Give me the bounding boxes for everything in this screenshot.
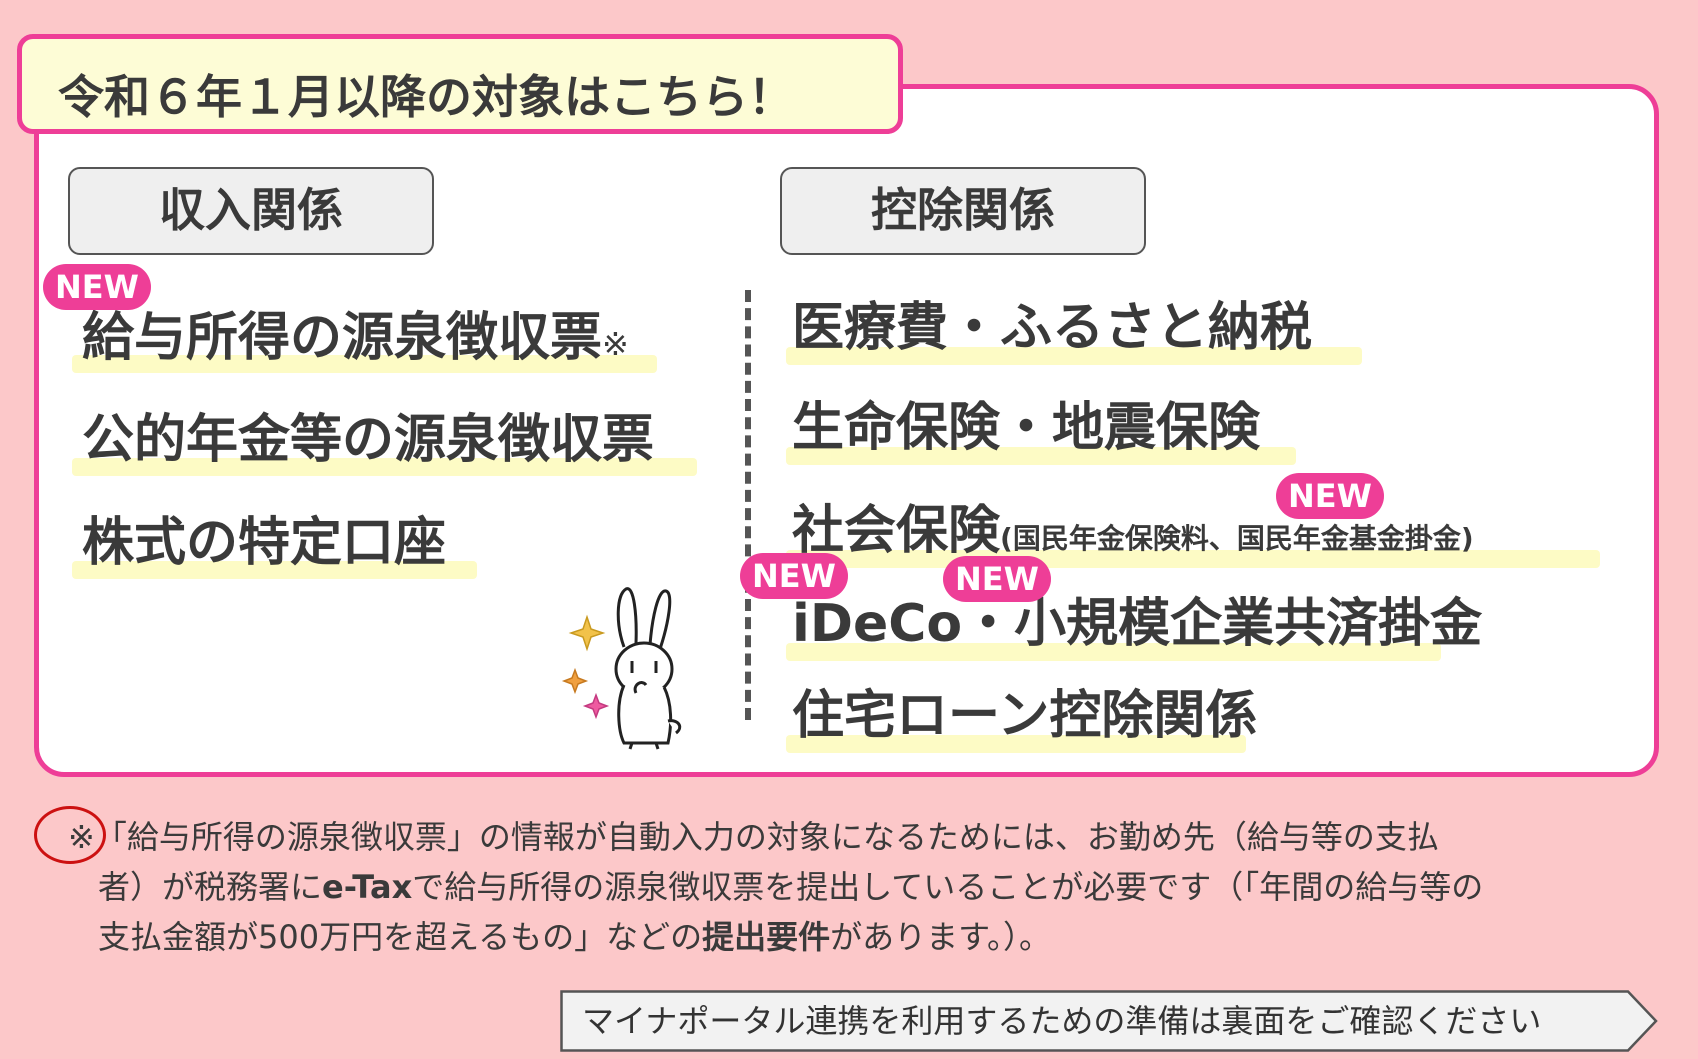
highlight-bar <box>786 643 1441 661</box>
highlight-bar <box>786 347 1362 365</box>
highlight-bar <box>786 447 1296 465</box>
footnote-line-1: ※「給与所得の源泉徴収票」の情報が自動入力の対象になるためには、お勤め先（給与等… <box>68 818 1439 856</box>
deduction-item-ideco-small-business: iDeCo・小規模企業共済掛金 <box>792 594 1483 654</box>
footnote-mark-circle <box>34 806 106 864</box>
category-deduction-label: 控除関係 <box>780 167 1146 255</box>
column-divider <box>745 290 751 720</box>
deduction-item-medical-furusato: 医療費・ふるさと納税 <box>792 298 1313 358</box>
new-badge: NEW <box>943 556 1051 602</box>
highlight-bar <box>72 458 697 476</box>
new-badge: NEW <box>1276 473 1384 519</box>
footnote: ※「給与所得の源泉徴収票」の情報が自動入力の対象になるためには、お勤め先（給与等… <box>68 812 1628 962</box>
rabbit-mascot-icon <box>561 587 682 750</box>
category-income-label: 収入関係 <box>68 167 434 255</box>
income-item-specified-account: 株式の特定口座 <box>82 513 447 573</box>
deduction-item-housing-loan: 住宅ローン控除関係 <box>792 686 1258 746</box>
arrow-banner-shape <box>560 990 1658 1052</box>
section-title-tab: 令和６年１月以降の対象はこちら！ <box>17 34 903 134</box>
income-item-withholding-salary: 給与所得の源泉徴収票※ <box>82 308 629 368</box>
highlight-bar <box>72 355 657 373</box>
highlight-bar <box>786 735 1246 753</box>
footnote-line-3: 支払金額が500万円を超えるもの」などの提出要件があります。）。 <box>98 918 1051 956</box>
highlight-bar <box>72 561 477 579</box>
deduction-item-social-insurance: 社会保険(国民年金保険料、国民年金基金掛金) <box>792 501 1474 561</box>
deduction-item-life-earthquake-insurance: 生命保険・地震保険 <box>792 398 1261 458</box>
income-item-withholding-pension: 公的年金等の源泉徴収票 <box>82 410 655 470</box>
section-title: 令和６年１月以降の対象はこちら！ <box>58 70 794 124</box>
new-badge: NEW <box>43 264 151 310</box>
footnote-line-2: 者）が税務署にe-Taxで給与所得の源泉徴収票を提出していることが必要です（「年… <box>98 868 1484 906</box>
new-badge: NEW <box>740 553 848 599</box>
backside-preparation-button[interactable]: マイナポータル連携を利用するための準備は裏面をご確認ください <box>560 990 1660 1052</box>
backside-preparation-label: マイナポータル連携を利用するための準備は裏面をご確認ください <box>582 1002 1542 1040</box>
